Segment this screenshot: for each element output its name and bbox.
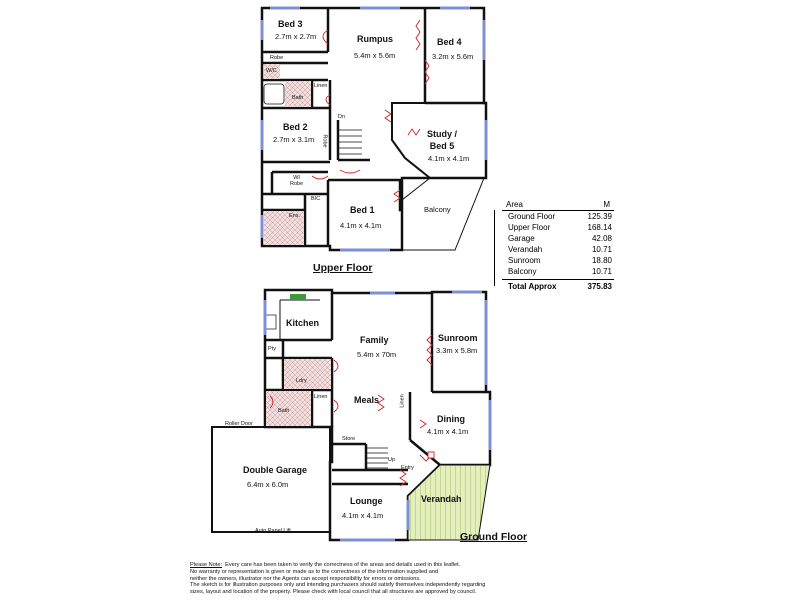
upper-ensuite-tile: [264, 211, 304, 245]
area-table: Area M Ground Floor 125.39 Upper Floor 168…: [494, 200, 614, 292]
dining-name: Dining: [437, 414, 465, 424]
bed3-name: Bed 3: [278, 19, 303, 29]
area-row-label: Upper Floor: [508, 223, 551, 232]
area-row: Upper Floor 168.14: [502, 222, 614, 233]
ground-floor-windows: [263, 290, 492, 542]
area-table-bracket: [494, 210, 501, 286]
rumpus-name: Rumpus: [357, 34, 393, 44]
upper-bath-tub: [263, 83, 285, 105]
rumpus-dims: 5.4m x 5.6m: [354, 51, 396, 60]
area-row-value: 168.14: [587, 223, 612, 232]
upper-robe-label: Robe: [270, 55, 284, 61]
dining-dims: 4.1m x 4.1m: [427, 427, 469, 436]
area-row: Ground Floor 125.39: [502, 211, 614, 222]
ground-bath-label: Bath: [278, 408, 290, 414]
kitchen-name: Kitchen: [286, 318, 320, 328]
area-row-label: Sunroom: [508, 256, 541, 265]
garage-dims: 6.4m x 6.0m: [247, 480, 289, 489]
upper-floor-title: Upper Floor: [313, 262, 373, 274]
disclaimer-note: Please Note: Every care has been taken t…: [190, 562, 620, 596]
upper-ens-label: Ens.: [289, 213, 301, 219]
kitchen-plant: [290, 294, 306, 300]
ground-ldry-label: Ldry: [296, 378, 307, 384]
area-header-label: Area: [506, 200, 523, 209]
bed1-dims: 4.1m x 4.1m: [340, 221, 382, 230]
ground-linen-label: Linen: [314, 394, 328, 400]
bed3-dims: 2.7m x 2.7m: [275, 32, 317, 41]
area-total-row: Total Approx 375.83: [502, 279, 614, 292]
upper-dn-label: Dn: [338, 114, 346, 120]
ground-store-label: Store: [342, 436, 356, 442]
ground-stair-treads: [366, 447, 388, 469]
upper-linen-label: Linen: [314, 83, 328, 89]
bed2-dims: 2.7m x 3.1m: [273, 135, 315, 144]
ground-entry-label: Entry: [401, 465, 414, 471]
area-header-unit: M: [603, 200, 610, 209]
upper-floor-windows: [260, 6, 488, 252]
upper-wc-label: W/C: [266, 68, 277, 74]
upper-robe2-label: Robe: [321, 134, 328, 148]
area-total-label: Total Approx: [508, 282, 557, 291]
bed1-name: Bed 1: [350, 205, 375, 215]
bed4-dims: 3.2m x 5.6m: [432, 52, 474, 61]
disclaimer-line: The sketch is for illustration purposes …: [190, 582, 486, 589]
ground-up-label: Up: [388, 457, 396, 463]
area-row-value: 18.80: [591, 256, 612, 265]
area-row: Garage 42.08: [502, 233, 614, 244]
bed4-name: Bed 4: [437, 37, 462, 47]
family-dims: 5.4m x 70m: [357, 350, 397, 359]
ground-pty-label: Pty: [268, 346, 276, 352]
disclaimer-lead: Please Note:: [190, 562, 223, 568]
upper-bath-label: Bath: [292, 95, 304, 101]
area-row: Balcony 10.71: [502, 266, 614, 277]
balcony-name: Balcony: [424, 205, 451, 214]
auto-panel-lift-label: Auto Panel Lift: [255, 528, 291, 534]
disclaimer-line: sizes, layout and location of the proper…: [190, 589, 477, 596]
sunroom-dims: 3.3m x 5.8m: [436, 346, 478, 355]
area-table-header: Area M: [502, 200, 614, 211]
area-row-label: Ground Floor: [508, 212, 556, 221]
balcony-outline: [401, 177, 485, 251]
area-row: Sunroom 18.80: [502, 255, 614, 266]
upper-wc-tile: [264, 64, 280, 79]
area-row: Verandah 10.71: [502, 244, 614, 255]
entry-door-marker: [427, 451, 435, 459]
ground-linen2-label: Linen: [399, 394, 406, 408]
lounge-name: Lounge: [350, 496, 383, 506]
verandah-name: Verandah: [421, 494, 462, 504]
ground-door-swings: [269, 334, 433, 487]
area-row-value: 10.71: [591, 267, 612, 276]
lounge-dims: 4.1m x 4.1m: [342, 511, 384, 520]
disclaimer-line: neither the owners, illustrator nor the …: [190, 575, 421, 582]
upper-door-swings: [311, 19, 430, 203]
ground-bath-tile: [266, 391, 311, 426]
area-total-value: 375.83: [587, 282, 612, 291]
area-row-label: Garage: [508, 234, 535, 243]
upper-wi-robe-label: WI Robe: [290, 175, 304, 187]
disclaimer-line: Every care has been taken to verify the …: [225, 562, 461, 568]
area-row-label: Verandah: [508, 245, 543, 254]
kitchen-sink: [265, 314, 277, 330]
study-dims: 4.1m x 4.1m: [428, 154, 470, 163]
meals-name: Meals: [354, 395, 380, 405]
family-name: Family: [360, 335, 389, 345]
area-row-label: Balcony: [508, 267, 537, 276]
roller-door-label: Roller Door: [225, 421, 253, 427]
area-row-value: 125.39: [587, 212, 612, 221]
disclaimer-line: No warranty or representation is given o…: [190, 568, 439, 575]
upper-bath-tile: [285, 81, 311, 107]
garage-name: Double Garage: [243, 465, 308, 475]
upper-bic-label: BIC: [311, 196, 321, 202]
verandah-area: [407, 464, 491, 541]
ground-floor-title: Ground Floor: [460, 531, 528, 543]
bed2-name: Bed 2: [283, 122, 308, 132]
ground-ldry-tile: [284, 359, 331, 389]
study-name: Study / Bed 5: [427, 129, 458, 151]
area-row-value: 42.08: [591, 234, 612, 243]
upper-stair-treads: [338, 129, 362, 155]
area-row-value: 10.71: [591, 245, 612, 254]
sunroom-name: Sunroom: [438, 333, 478, 343]
